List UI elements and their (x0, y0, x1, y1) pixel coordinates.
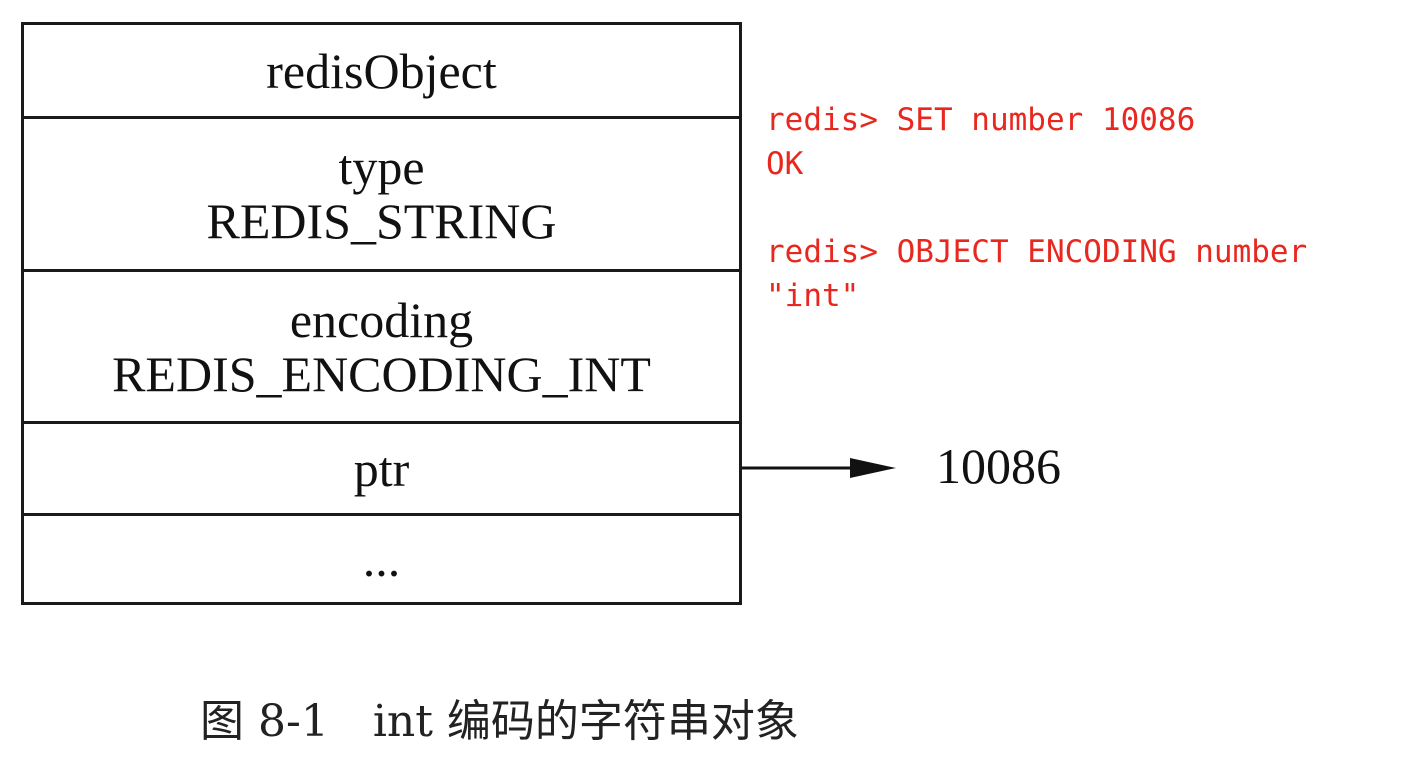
ptr-arrow-head (850, 458, 896, 478)
type-field: type REDIS_STRING (24, 119, 739, 272)
ptr-arrow (742, 458, 896, 478)
ptr-field-name: ptr (353, 440, 410, 497)
console-line: redis> OBJECT ENCODING number (766, 234, 1308, 270)
ptr-field: ptr (24, 424, 739, 516)
console-line (766, 186, 1421, 230)
type-field-name: type (338, 139, 425, 195)
redis-console: redis> SET number 10086 OK redis> OBJECT… (766, 98, 1421, 318)
struct-header: redisObject (24, 25, 739, 119)
more-fields-ellipsis: ... (362, 531, 401, 587)
encoding-field: encoding REDIS_ENCODING_INT (24, 272, 739, 424)
encoding-field-name: encoding (289, 291, 474, 348)
console-line: redis> SET number 10086 (766, 102, 1196, 138)
pointee-value: 10086 (936, 438, 1061, 494)
encoding-field-value: REDIS_ENCODING_INT (112, 345, 651, 402)
figure-caption: 图 8-1 int 编码的字符串对象 (200, 696, 799, 747)
redis-object-struct: redisObject type REDIS_STRING encoding R… (21, 22, 742, 605)
console-line: OK (766, 146, 804, 182)
type-field-value: REDIS_STRING (206, 193, 557, 249)
more-fields: ... (24, 516, 739, 602)
console-line: "int" (766, 278, 860, 314)
struct-header-label: redisObject (266, 42, 497, 99)
